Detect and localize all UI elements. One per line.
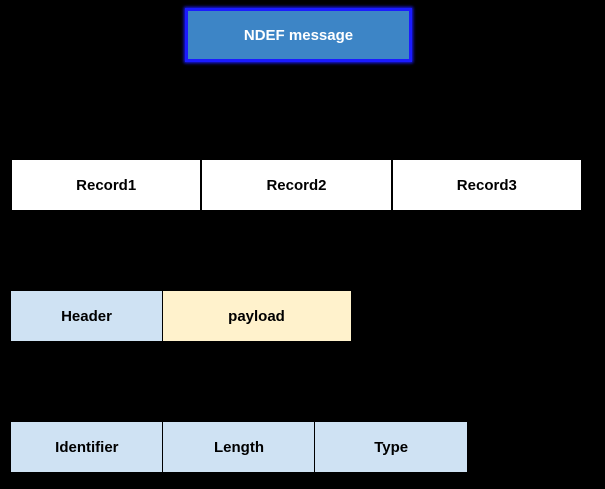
payload-box: payload bbox=[161, 290, 352, 342]
type-box: Type bbox=[314, 421, 469, 473]
records-row: Record1 Record2 Record3 bbox=[10, 158, 583, 212]
payload-label: payload bbox=[228, 307, 285, 325]
length-box: Length bbox=[162, 421, 316, 473]
record2-label: Record2 bbox=[266, 176, 327, 194]
type-label: Type bbox=[374, 438, 409, 456]
ndef-message-label: NDEF message bbox=[243, 26, 354, 44]
header-structure-row: Identifier Length Type bbox=[10, 421, 469, 473]
header-label: Header bbox=[61, 307, 112, 325]
record2-box: Record2 bbox=[200, 158, 393, 212]
identifier-box: Identifier bbox=[10, 421, 164, 473]
record1-box: Record1 bbox=[10, 158, 203, 212]
record1-label: Record1 bbox=[76, 176, 137, 194]
record-structure-row: Header payload bbox=[10, 290, 352, 342]
ndef-message-box: NDEF message bbox=[185, 8, 412, 62]
header-box: Header bbox=[10, 290, 163, 342]
record3-label: Record3 bbox=[456, 176, 517, 194]
identifier-label: Identifier bbox=[55, 438, 119, 456]
record3-box: Record3 bbox=[390, 158, 583, 212]
length-label: Length bbox=[214, 438, 264, 456]
